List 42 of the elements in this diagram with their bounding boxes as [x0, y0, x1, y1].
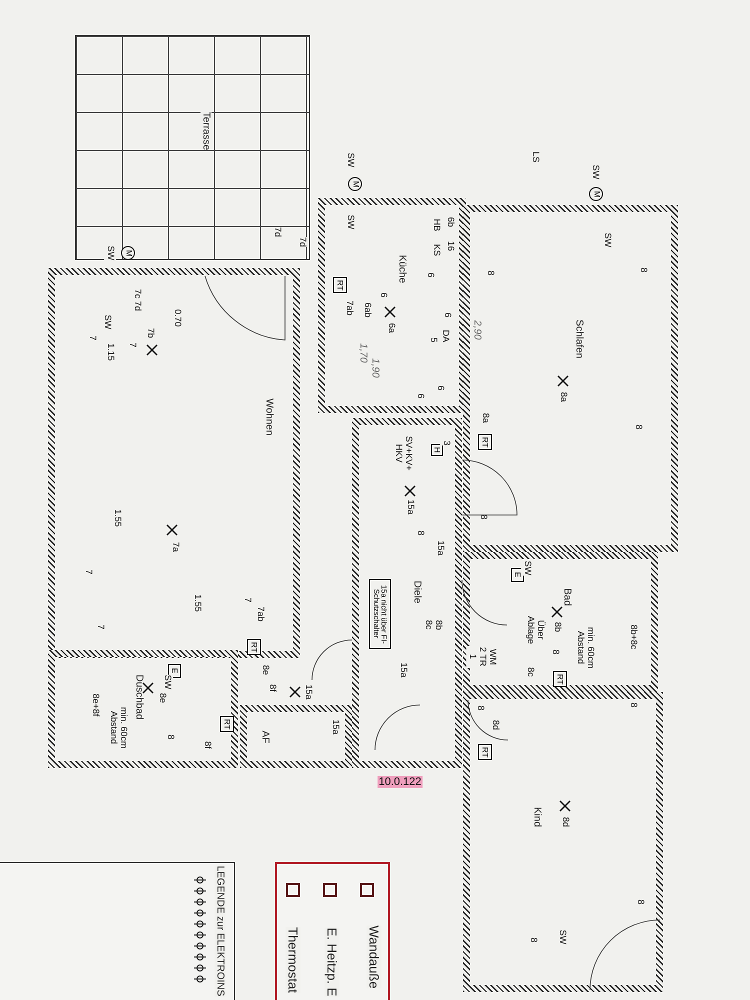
room-outline — [463, 205, 678, 552]
symbol-tag: RT — [478, 744, 492, 760]
room-outline — [463, 692, 663, 992]
symbol-tag: RT — [553, 671, 567, 687]
symbol-tag: RT — [478, 434, 492, 450]
room-outline — [48, 650, 238, 768]
room-outline — [352, 418, 462, 768]
symbol-tag: H — [431, 444, 443, 456]
room-name: Schlafen — [574, 320, 584, 358]
panel-text: Wandauße — [366, 925, 382, 989]
room-name: Diele — [412, 580, 422, 604]
motor-symbol: M — [348, 177, 362, 191]
legend-title: LEGENDE zur ELEKTROINS — [214, 866, 226, 996]
symbol-code: SW — [104, 246, 116, 260]
symbol-tag: E — [511, 568, 524, 582]
legend-panel — [0, 862, 235, 1000]
panel-text: Thermostat — [286, 927, 300, 993]
symbol-code: 3 — [440, 440, 452, 446]
room-name: Wohnen — [264, 398, 274, 436]
handwritten-note: 1,90 — [368, 358, 382, 378]
symbol-code: SW — [521, 560, 533, 576]
room-name: Küche — [396, 254, 408, 284]
info-panel — [275, 862, 390, 1000]
handwritten-note: 1,70 — [356, 343, 370, 363]
motor-symbol: M — [589, 187, 603, 201]
symbol-code: WM 2 TR 1 — [466, 646, 498, 668]
terrace-area — [75, 35, 310, 260]
room-name: Terrasse — [200, 112, 212, 150]
symbol-tag: RT — [220, 716, 234, 732]
handwritten-note: 2,90 — [470, 320, 484, 340]
motor-symbol: M — [121, 246, 135, 260]
room-name: AF — [260, 730, 270, 744]
symbol-tag: RT — [333, 277, 347, 293]
room-name: Bad — [562, 588, 572, 606]
room-outline — [240, 705, 352, 768]
symbol-tag: RT — [247, 639, 261, 655]
room-name: Duschbad — [134, 674, 144, 720]
room-name: Kind — [532, 807, 542, 827]
panel-text: E. Heitzp. E — [324, 928, 340, 996]
room-outline — [463, 552, 658, 692]
fixture-note: Über Ablage — [524, 615, 546, 645]
room-number: 10.0.122 — [378, 776, 422, 788]
